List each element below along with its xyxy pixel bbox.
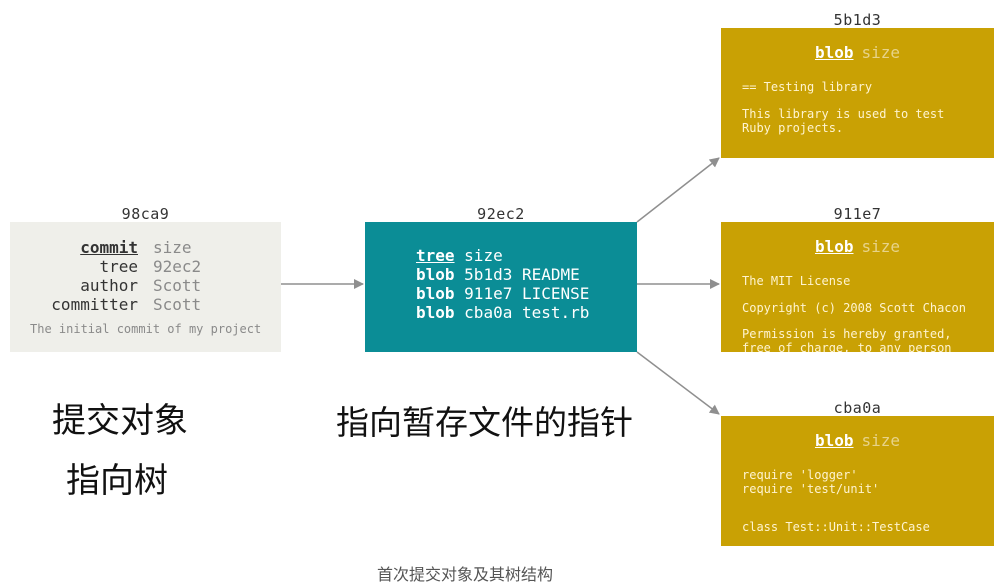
tree-row-type: blob — [416, 303, 455, 322]
commit-key: author — [80, 276, 138, 295]
blob-line: The MIT License — [742, 274, 851, 288]
blob-line: Copyright (c) 2008 Scott Chacon — [742, 301, 966, 315]
commit-annotation-line1: 提交对象 — [52, 401, 188, 441]
arrow-tree-to-blob-1 — [636, 157, 720, 223]
blob-size: size — [861, 43, 901, 62]
tree-row-text: 911e7 LICENSE — [464, 284, 590, 303]
tree-annotation: 指向暂存文件的指针 — [336, 403, 633, 442]
blob-object: blob size The MIT License Copyright (c) 2… — [721, 222, 994, 352]
blob-label: blob — [814, 431, 854, 450]
commit-annotation-line2: 指向树 — [66, 461, 168, 501]
tree-row-type: blob — [416, 265, 455, 284]
commit-key: tree — [99, 257, 138, 276]
commit-key: commit — [80, 238, 138, 257]
blob-label: blob — [814, 237, 854, 256]
blob-line: This library is used to test — [742, 107, 945, 121]
blob-label: blob — [814, 43, 854, 62]
tree-object: tree size blob 5b1d3 README blob 911e7 L… — [365, 222, 637, 352]
blob-line: free of charge, to any person — [742, 341, 952, 352]
commit-value: Scott — [153, 295, 202, 314]
blob-line: Ruby projects. — [742, 121, 844, 135]
blob-size: size — [861, 237, 901, 256]
tree-row: blob cba0a test.rb — [416, 303, 589, 322]
blob-line: class Test::Unit::TestCase — [742, 520, 930, 534]
blob-object: blob size require 'logger' require 'test/… — [721, 416, 994, 546]
commit-message: The initial commit of my project — [30, 322, 262, 336]
blob-line: require 'test/unit' — [742, 482, 880, 496]
blob-hash: cba0a — [833, 399, 882, 417]
tree-row-text: cba0a test.rb — [464, 303, 590, 322]
blob-hash: 911e7 — [833, 205, 882, 223]
arrow-tree-to-blob-3 — [636, 351, 720, 415]
blob-header: blob size — [721, 431, 994, 450]
tree-hash: 92ec2 — [477, 205, 525, 223]
commit-object: commit size tree 92ec2 author Scott comm… — [10, 222, 281, 352]
blob-line: require 'logger' — [742, 468, 858, 482]
blob-header: blob size — [721, 43, 994, 62]
blob-line: == Testing library — [742, 80, 873, 94]
tree-row-text: 5b1d3 README — [464, 265, 580, 284]
blob-header: blob size — [721, 237, 994, 256]
tree-row-type: blob — [416, 284, 455, 303]
figure-caption: 首次提交对象及其树结构 — [377, 565, 554, 584]
tree-row: blob 5b1d3 README — [416, 265, 580, 284]
blob-line: Permission is hereby granted, — [742, 327, 952, 341]
commit-key: committer — [51, 295, 138, 314]
commit-value: 92ec2 — [153, 257, 202, 276]
tree-row: blob 911e7 LICENSE — [416, 284, 589, 303]
commit-hash: 98ca9 — [121, 205, 170, 223]
tree-row-type: tree — [416, 246, 455, 265]
blob-object: blob size == Testing library This library… — [721, 28, 994, 158]
commit-value: size — [153, 238, 192, 257]
blob-size: size — [861, 431, 901, 450]
tree-row: tree size — [416, 246, 503, 265]
commit-value: Scott — [153, 276, 202, 295]
tree-row-text: size — [464, 246, 503, 265]
blob-hash: 5b1d3 — [833, 11, 882, 29]
